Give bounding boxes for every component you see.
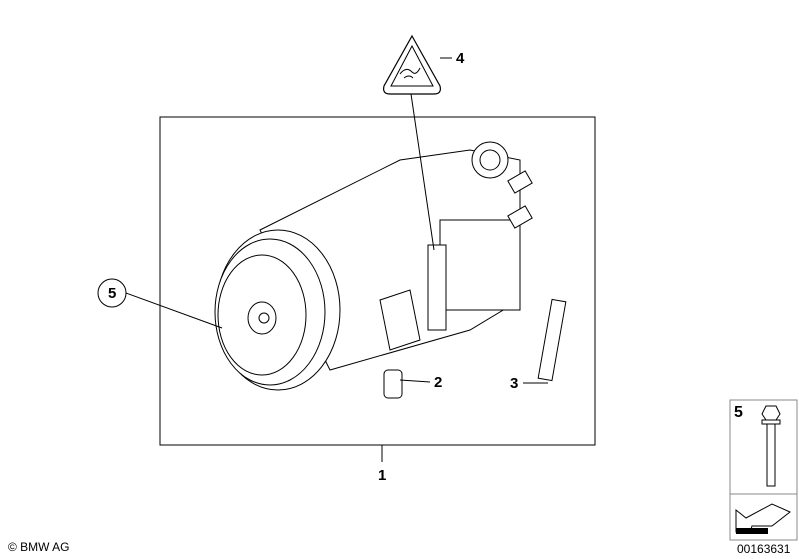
copyright: © BMW AG	[8, 540, 70, 554]
inset-label-5: 5	[734, 404, 743, 421]
callout-1: 1	[378, 467, 387, 484]
warning-triangle-icon	[383, 34, 441, 95]
ac-compressor	[214, 141, 567, 399]
inset-bolt-panel	[729, 399, 798, 541]
callout-5-circle	[97, 278, 127, 308]
callout-2: 2	[434, 374, 443, 391]
diagram-number: 00163631	[737, 542, 791, 556]
callout-4: 4	[456, 50, 465, 67]
callout-3: 3	[510, 375, 519, 392]
bolt-icon	[761, 405, 781, 487]
callout-5: 5	[108, 285, 117, 302]
assembly-frame	[159, 116, 596, 446]
